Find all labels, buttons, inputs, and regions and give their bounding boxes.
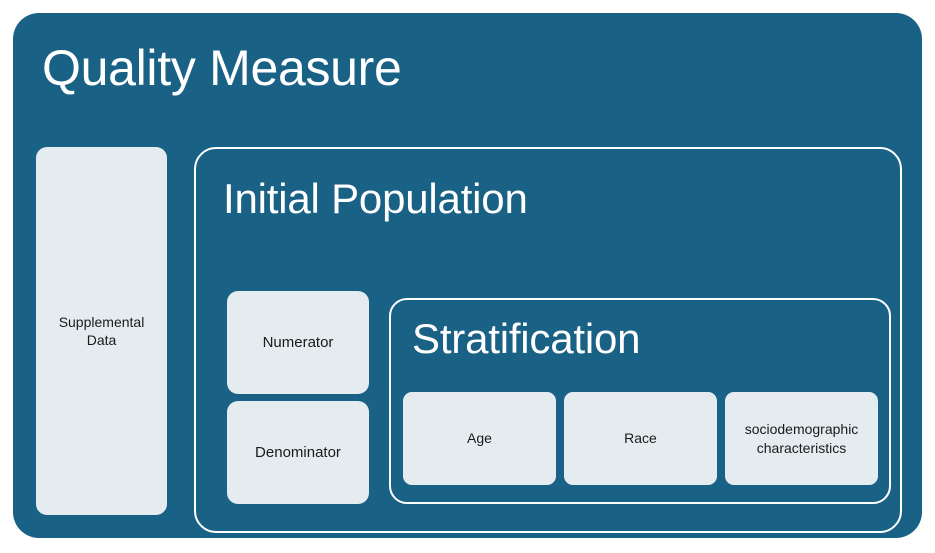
stratification-sociodemographic-characteristics-label: sociodemographic characteristics [744,421,859,456]
supplemental-data-box: Supplemental Data [36,147,167,515]
initial-population-container: Initial Population Numerator Denominator… [194,147,902,533]
stratification-items: Age Race sociodemographic characteristic… [403,392,878,485]
denominator-box: Denominator [227,401,369,504]
quality-measure-container: Quality Measure Supplemental Data Initia… [13,13,922,538]
initial-population-title: Initial Population [223,175,528,222]
stratification-item-race: Race [564,392,717,485]
denominator-label: Denominator [255,443,341,461]
supplemental-data-label: Supplemental Data [58,313,145,348]
stratification-container: Stratification Age Race sociodemographic… [389,298,891,504]
measure-boxes-column: Numerator Denominator [227,291,369,504]
numerator-box: Numerator [227,291,369,394]
stratification-item-age: Age [403,392,556,485]
quality-measure-title: Quality Measure [42,40,402,96]
stratification-item-sociodemographic-characteristics: sociodemographic characteristics [725,392,878,485]
numerator-label: Numerator [262,333,334,351]
stratification-title: Stratification [412,315,641,362]
stratification-age-label: Age [467,430,492,447]
stratification-race-label: Race [624,430,657,447]
